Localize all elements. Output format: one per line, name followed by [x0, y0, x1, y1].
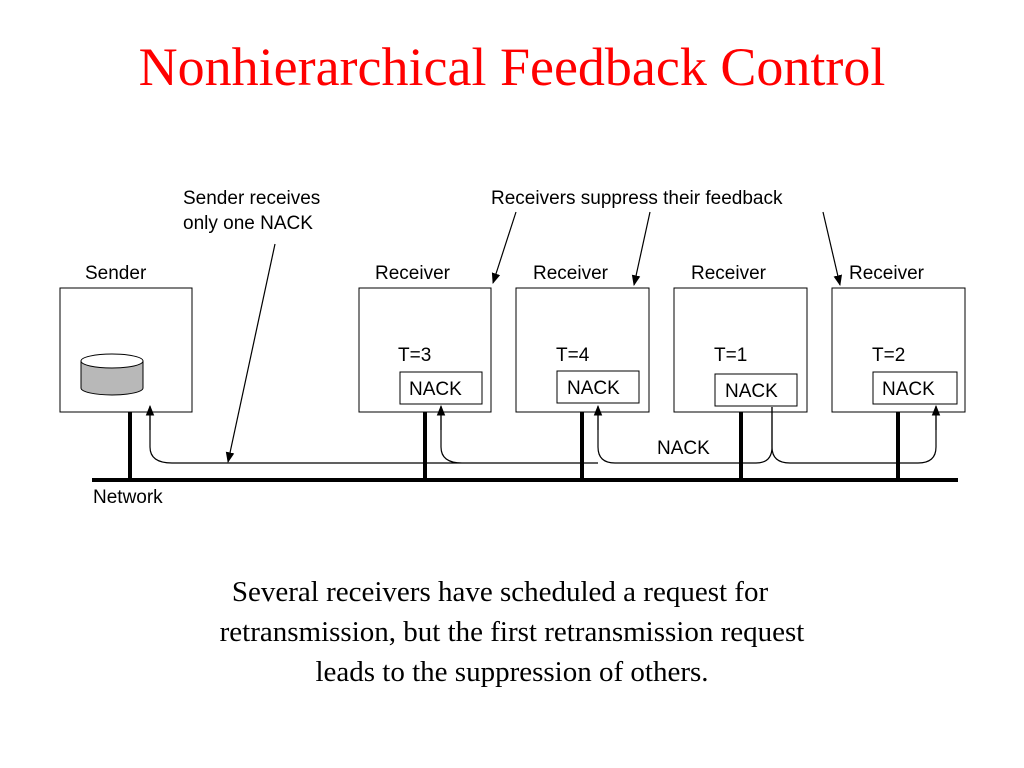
suppress-pointer-1: [491, 211, 517, 285]
nack-box: [872, 371, 958, 405]
nack-box: [714, 373, 798, 407]
nack-label: NACK: [409, 379, 462, 400]
nack-box: [399, 371, 483, 405]
caption-line: retransmission, but the first retransmis…: [219, 616, 805, 648]
nack-path-label: NACK: [657, 438, 710, 459]
suppress-pointer-2: [631, 211, 651, 287]
receiver-label: Receiver: [533, 263, 609, 284]
receiver-timer: T=3: [398, 345, 431, 366]
nack-path-right: [771, 407, 937, 464]
receiver-label: Receiver: [375, 263, 451, 284]
sender-label: Sender: [85, 263, 147, 284]
sender-note-line1: Sender receives: [183, 188, 320, 209]
slide-title: Nonhierarchical Feedback Control: [138, 37, 886, 97]
receiver-label: Receiver: [849, 263, 925, 284]
receiver-timer: T=1: [714, 345, 747, 366]
sender-note-line2: only one NACK: [183, 213, 313, 234]
sender-note-pointer: [225, 243, 276, 464]
suppress-pointer-3: [822, 211, 843, 287]
receiver-timer: T=4: [556, 345, 590, 366]
caption: Several receivers have scheduled a reque…: [140, 572, 884, 692]
receivers-note: Receivers suppress their feedback: [491, 188, 783, 209]
nack-box: [556, 370, 640, 404]
nack-path-left: [149, 407, 773, 464]
nack-label: NACK: [567, 378, 620, 399]
nack-label: NACK: [725, 381, 778, 402]
caption-line: Several receivers have scheduled a reque…: [231, 576, 769, 608]
network-label: Network: [93, 487, 163, 508]
nack-label: NACK: [882, 379, 935, 400]
disk-icon: [80, 353, 144, 396]
receiver-label: Receiver: [691, 263, 767, 284]
caption-line: leads to the suppression of others.: [315, 656, 709, 688]
receiver-timer: T=2: [872, 345, 905, 366]
